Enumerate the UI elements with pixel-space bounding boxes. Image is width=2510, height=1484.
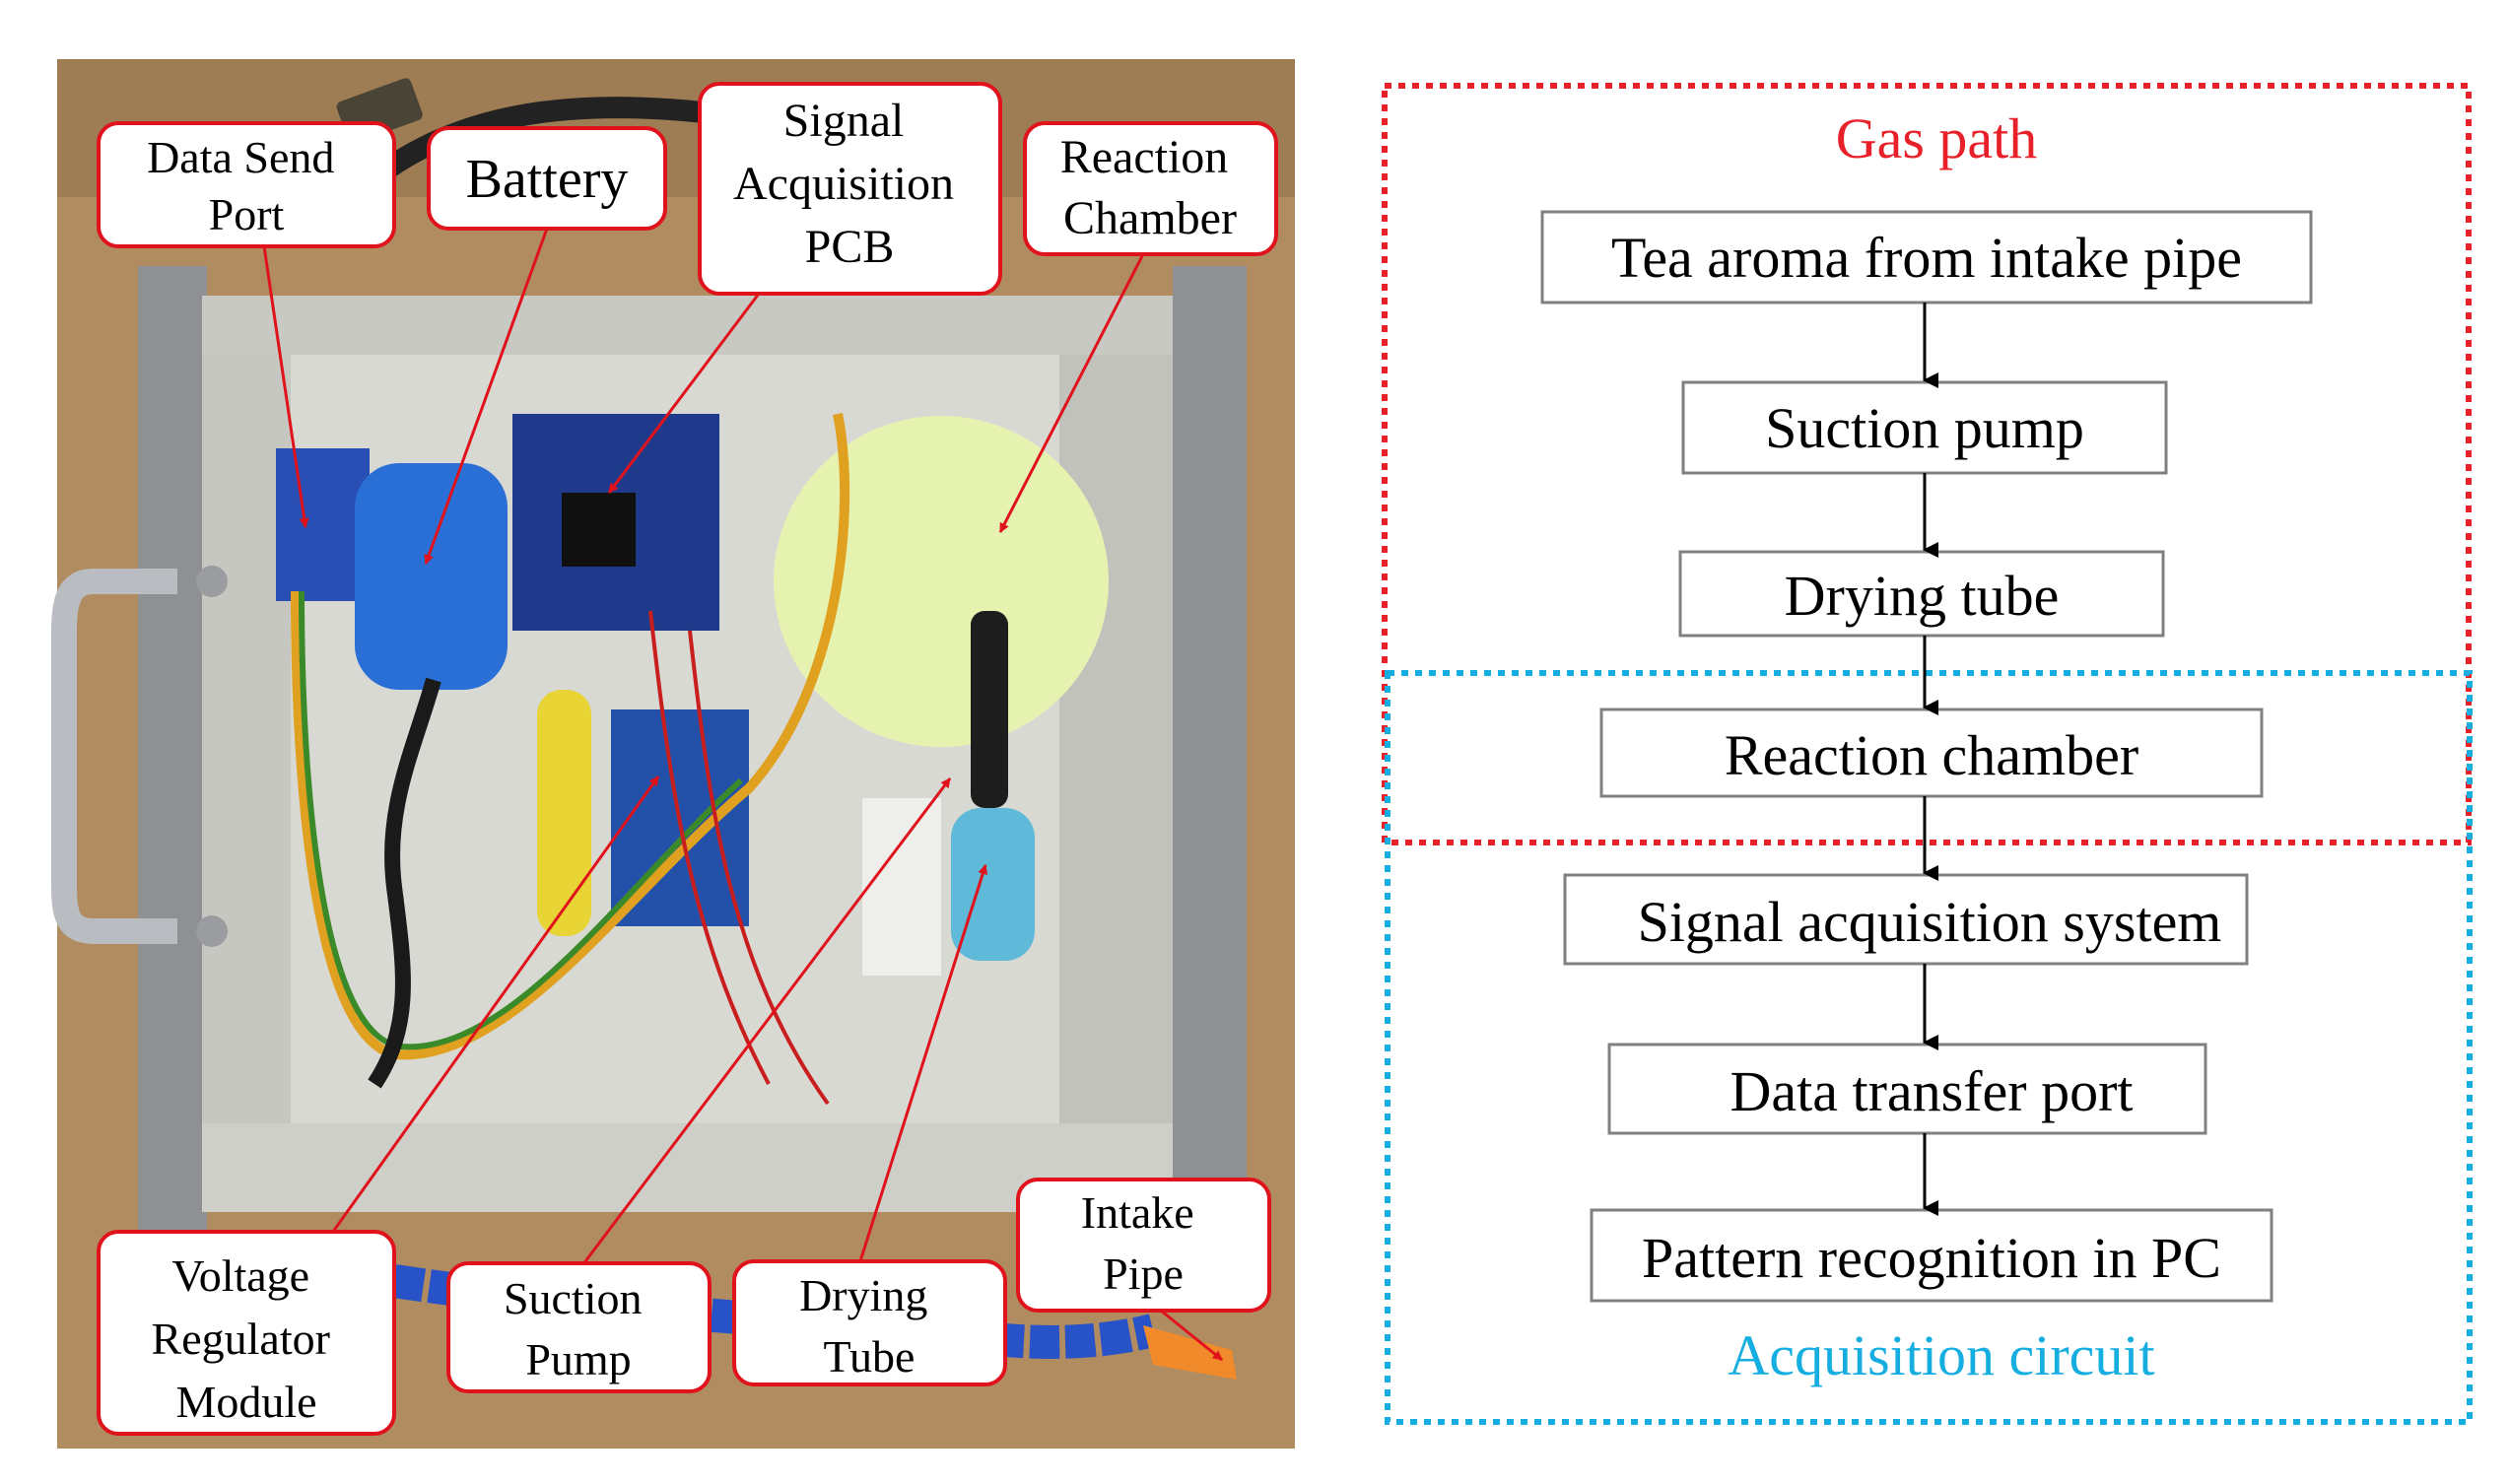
callout-voltage-regulator-box [97,1230,396,1436]
callout-intake-pipe-line2: Pipe [1103,1248,1184,1299]
callout-voltage-regulator-line3: Module [175,1377,316,1427]
gas-path-label: Gas path [1836,106,2038,170]
gas-path-frame [1382,83,2472,845]
callout-intake-pipe-box [1016,1178,1271,1313]
acquisition-circuit-frame [1385,670,2473,1425]
callout-signal-acquisition-pcb-line3: PCB [805,221,895,273]
callout-reaction-chamber-box [1023,121,1278,256]
acquisition-circuit-label: Acquisition circuit [1728,1323,2154,1387]
callout-data-send-port-label: Data Send Port [147,132,346,239]
arrow-signal-acquisition-pcb [607,293,761,494]
arrow-voltage-regulator [313,776,660,1257]
callout-arrows [262,228,1223,1362]
arrow-data-send-port [262,245,309,528]
enclosure-right-inner [1059,355,1173,1123]
enclosure-front-lip [202,1123,1173,1212]
case-handle [51,569,177,944]
intake-nozzle [1143,1325,1237,1380]
drying-tube [971,611,1008,808]
callout-signal-acquisition-pcb-line2: Acquisition [733,158,954,210]
callout-battery-line1: Battery [466,149,629,210]
callout-data-send-port-line2: Port [209,189,285,239]
enclosure-left-rail [138,266,207,1251]
callout-boxes [97,82,1278,1436]
arrow-suction-pump [577,777,952,1270]
step-box-tea-aroma [1540,210,2313,304]
data-send-port-module [276,448,370,601]
arrow-battery [424,228,549,565]
pcb-chip [562,493,636,567]
black-cable [368,677,441,1089]
callout-intake-pipe-label: Intake Pipe [1081,1187,1205,1299]
callout-suction-pump-box [446,1261,712,1393]
step-signal-acquisition: Signal acquisition system [1638,890,2222,954]
callout-reaction-chamber-label: Reaction Chamber [1060,131,1241,244]
callout-reaction-chamber-line2: Chamber [1063,192,1237,244]
step-tea-aroma: Tea aroma from intake pipe [1611,226,2242,290]
step-box-reaction-chamber [1599,708,2264,798]
callout-suction-pump-line2: Pump [525,1334,631,1384]
callout-suction-pump-line1: Suction [504,1273,643,1323]
yellow-sleeve [537,690,591,936]
handle-screw-top [196,566,228,597]
red-wires [648,610,830,1106]
callout-reaction-chamber-line1: Reaction [1060,131,1229,183]
callout-drying-tube-box [732,1259,1007,1386]
enclosure-back-wall [202,296,1173,355]
callout-voltage-regulator-label: Voltage Regulator Module [152,1250,342,1427]
arrow-intake-pipe [1160,1309,1223,1362]
callout-battery-box [427,126,667,231]
callout-data-send-port-line1: Data Send [147,132,334,182]
step-box-signal-acquisition [1563,873,2249,966]
step-box-data-transfer-port [1607,1043,2207,1135]
handle-screw-bottom [196,915,228,947]
callout-suction-pump-label: Suction Pump [504,1273,653,1384]
callout-drying-tube-line1: Drying [799,1270,927,1320]
pump-bracket [862,798,941,976]
callout-drying-tube-line2: Tube [824,1331,916,1382]
enclosure-right-rail [1173,266,1247,1242]
step-data-transfer-port: Data transfer port [1730,1059,2133,1123]
reaction-chamber [774,416,1109,747]
arrow-reaction-chamber [998,253,1145,533]
callout-data-send-port-box [97,121,396,248]
callout-voltage-regulator-line1: Voltage [171,1250,309,1301]
step-suction-pump: Suction pump [1765,396,2084,460]
callout-voltage-regulator-line2: Regulator [152,1314,330,1364]
battery-pack [355,463,508,690]
callout-intake-pipe-line1: Intake [1081,1187,1194,1238]
callout-signal-acquisition-pcb-box [698,82,1002,296]
step-reaction-chamber: Reaction chamber [1725,723,2138,787]
callout-drying-tube-label: Drying Tube [799,1270,939,1382]
step-box-drying-tube [1678,550,2165,638]
wire-bundle-rainbow [291,413,850,1060]
suction-pump-body [951,808,1035,961]
step-pattern-recognition: Pattern recognition in PC [1642,1226,2221,1290]
callout-signal-acquisition-pcb-label: Signal Acquisition PCB [733,95,966,273]
step-drying-tube: Drying tube [1785,564,2060,628]
callout-signal-acquisition-pcb-line1: Signal [783,95,905,147]
arrow-drying-tube [857,864,988,1265]
step-box-pattern-recognition [1590,1208,2273,1303]
callout-battery-label: Battery [466,149,629,210]
